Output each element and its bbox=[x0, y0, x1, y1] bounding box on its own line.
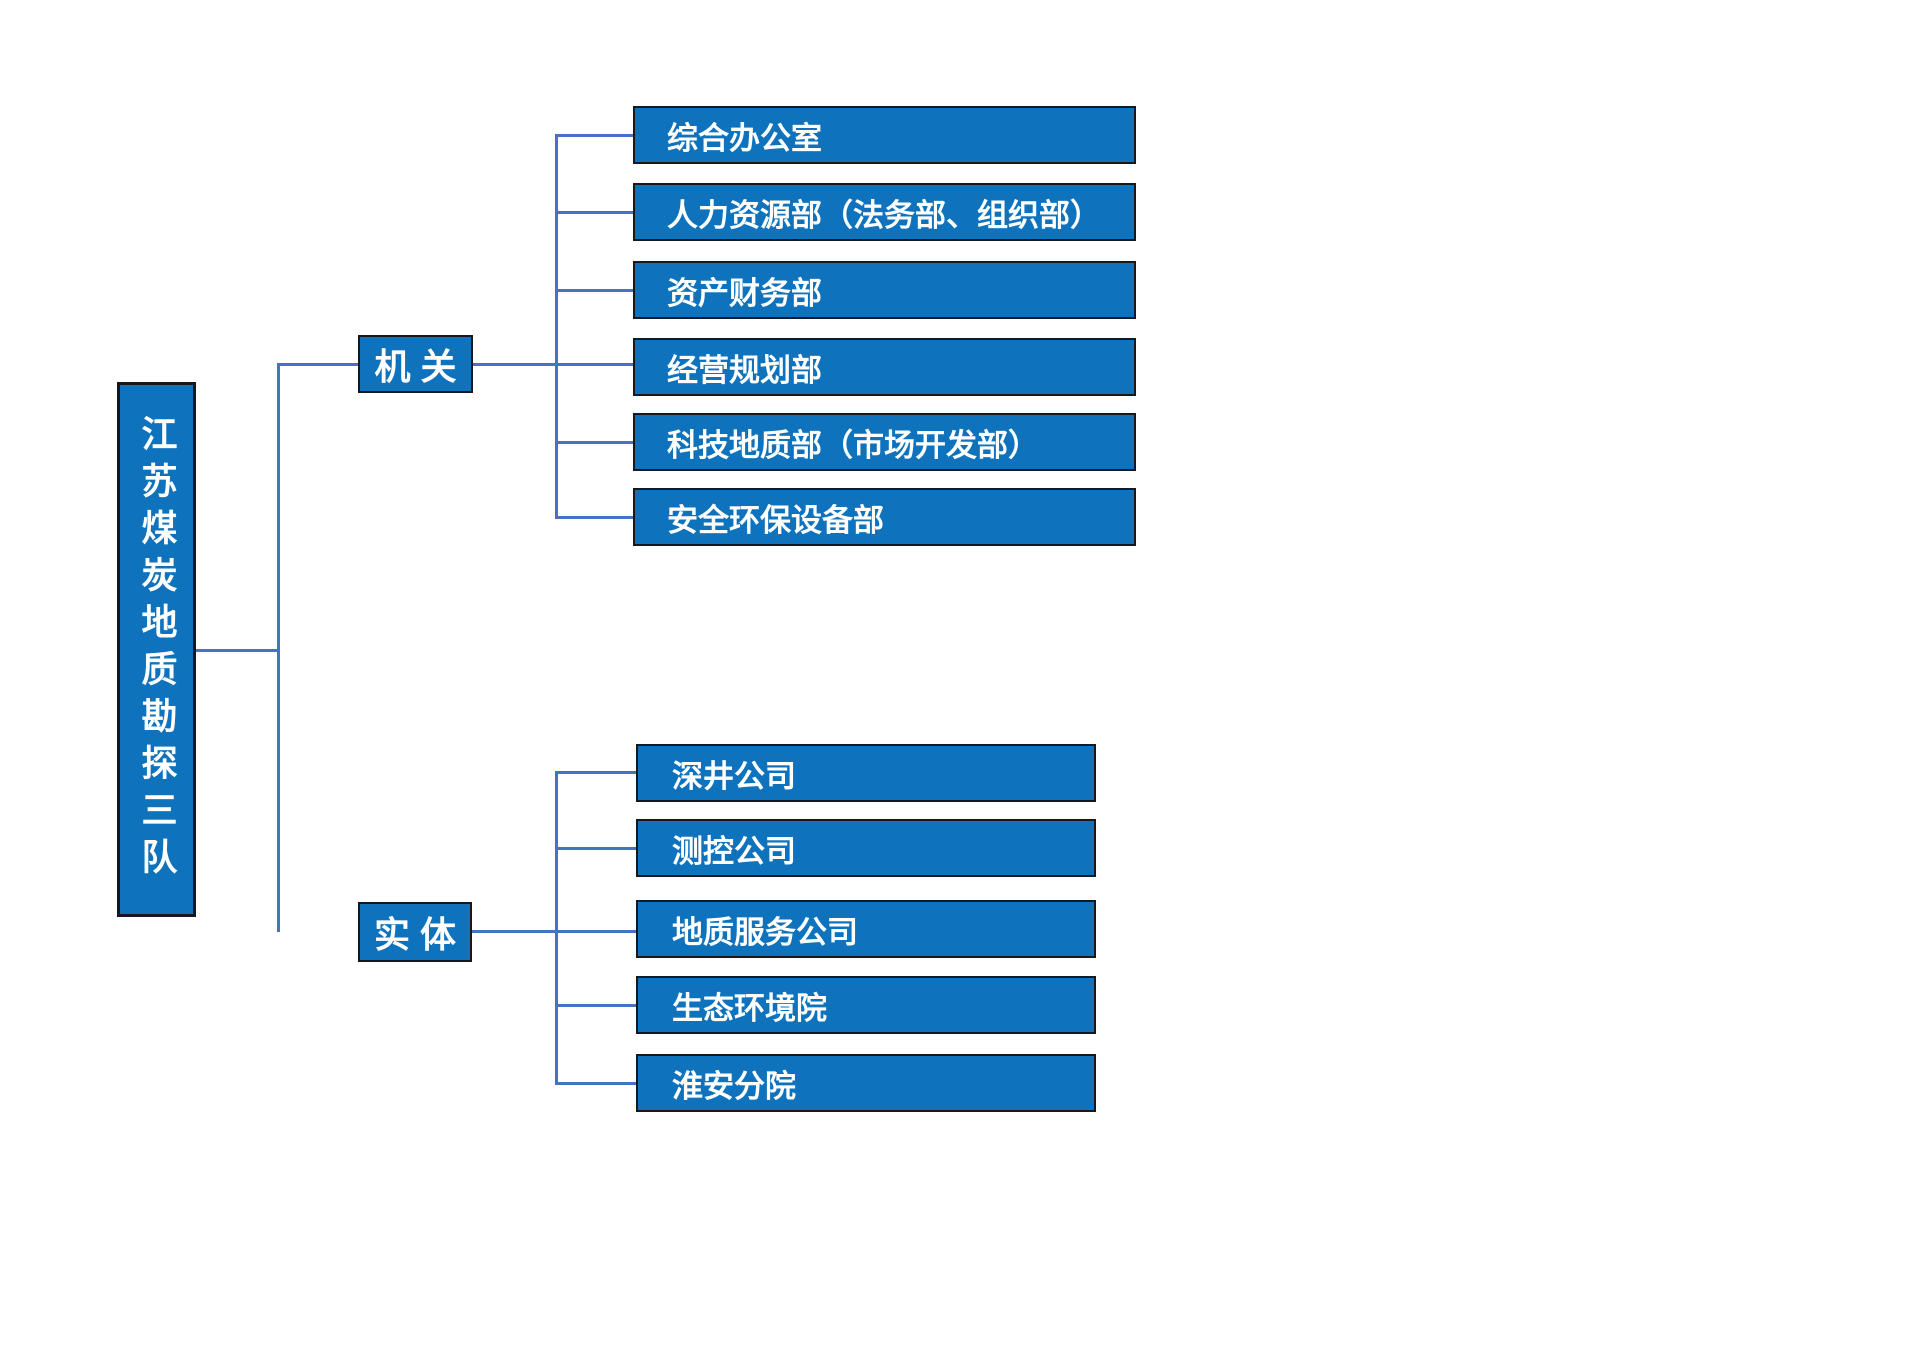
node-tech-geology-dept: 科技地质部（市场开发部） bbox=[633, 413, 1136, 471]
node-safety-equipment-dept: 安全环保设备部 bbox=[633, 488, 1136, 546]
root-node: 江苏煤炭地质勘探三队 bbox=[117, 382, 196, 917]
node-measurement-control-company: 测控公司 bbox=[636, 819, 1096, 877]
node-general-office-label: 综合办公室 bbox=[667, 120, 822, 156]
node-general-office: 综合办公室 bbox=[633, 106, 1136, 164]
connector-line bbox=[472, 930, 636, 933]
branch-jiguan-label: 机 关 bbox=[374, 346, 457, 387]
branch-node-jiguan: 机 关 bbox=[358, 335, 473, 393]
root-node-label: 江苏煤炭地质勘探三队 bbox=[136, 414, 178, 885]
node-asset-finance-dept-label: 资产财务部 bbox=[667, 275, 822, 311]
connector-line bbox=[196, 649, 277, 652]
connector-line bbox=[555, 289, 633, 292]
node-eco-environment-institute-label: 生态环境院 bbox=[672, 990, 827, 1026]
node-deep-well-company-label: 深井公司 bbox=[672, 758, 796, 794]
node-hr-dept-label: 人力资源部（法务部、组织部） bbox=[667, 197, 1101, 233]
node-tech-geology-dept-label: 科技地质部（市场开发部） bbox=[667, 427, 1039, 463]
node-hr-dept: 人力资源部（法务部、组织部） bbox=[633, 183, 1136, 241]
node-huaian-branch-label: 淮安分院 bbox=[672, 1068, 796, 1104]
connector-line bbox=[555, 134, 633, 137]
node-measurement-control-company-label: 测控公司 bbox=[672, 833, 796, 869]
node-asset-finance-dept: 资产财务部 bbox=[633, 261, 1136, 319]
branch-shiti-label: 实 体 bbox=[373, 914, 456, 955]
connector-line bbox=[555, 1004, 636, 1007]
branch-node-shiti: 实 体 bbox=[358, 902, 472, 962]
node-geological-service-company: 地质服务公司 bbox=[636, 900, 1096, 958]
connector-line bbox=[473, 363, 633, 366]
connector-line bbox=[277, 363, 280, 932]
connector-line bbox=[555, 772, 558, 1084]
node-huaian-branch: 淮安分院 bbox=[636, 1054, 1096, 1112]
node-safety-equipment-dept-label: 安全环保设备部 bbox=[667, 502, 884, 538]
connector-line bbox=[555, 516, 633, 519]
connector-line bbox=[555, 771, 636, 774]
connector-line bbox=[555, 211, 633, 214]
connector-line bbox=[555, 1082, 636, 1085]
connector-line bbox=[555, 441, 633, 444]
node-geological-service-company-label: 地质服务公司 bbox=[672, 914, 858, 950]
node-business-planning-dept: 经营规划部 bbox=[633, 338, 1136, 396]
node-deep-well-company: 深井公司 bbox=[636, 744, 1096, 802]
connector-line bbox=[277, 363, 358, 366]
node-eco-environment-institute: 生态环境院 bbox=[636, 976, 1096, 1034]
connector-line bbox=[555, 847, 636, 850]
node-business-planning-dept-label: 经营规划部 bbox=[667, 352, 822, 388]
connector-line bbox=[555, 135, 558, 519]
